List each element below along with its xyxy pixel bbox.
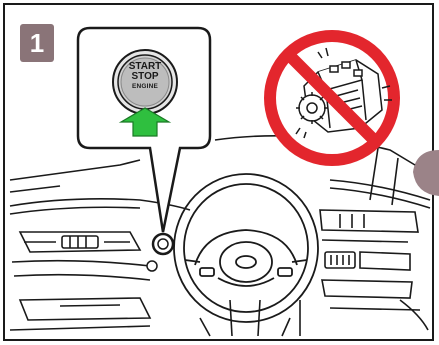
steering-wheel: [174, 174, 318, 322]
stop-label: STOP: [110, 72, 180, 82]
engine-label: ENGINE: [110, 82, 180, 92]
prohibition-icon: [270, 36, 394, 160]
step-number-badge: 1: [20, 24, 54, 62]
side-tab: [413, 150, 439, 196]
dash-start-button: [147, 234, 173, 271]
start-stop-label: START STOP ENGINE: [110, 62, 180, 92]
